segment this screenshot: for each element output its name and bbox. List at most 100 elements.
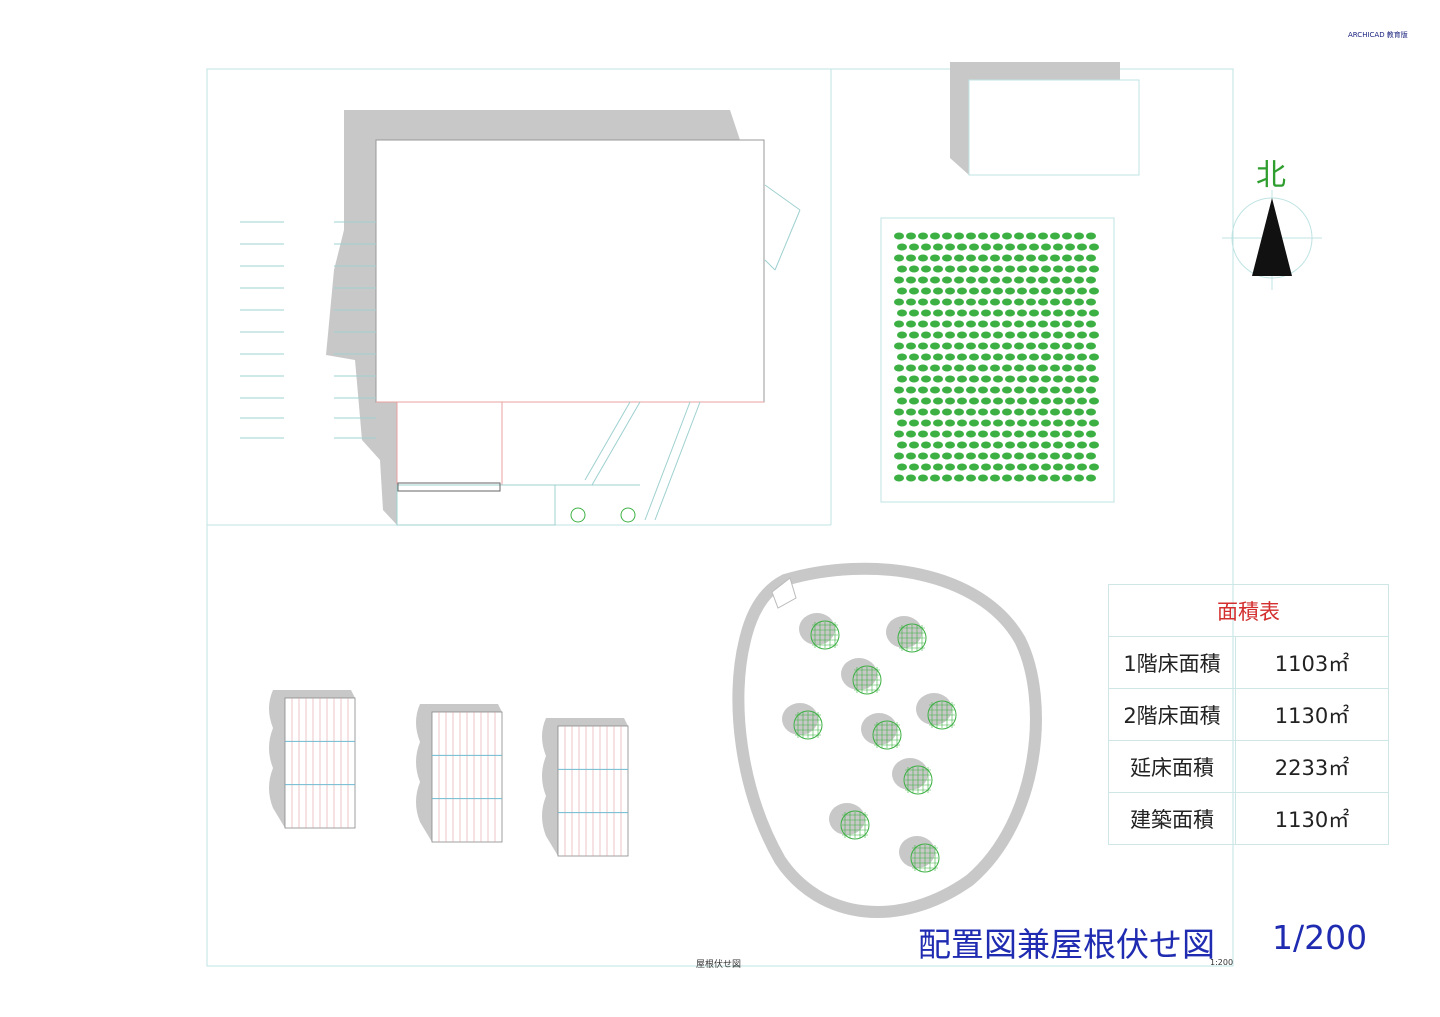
shrub-icon <box>957 375 967 383</box>
shrub-icon <box>1086 254 1096 262</box>
shrub-icon <box>1029 243 1039 251</box>
shrub-icon <box>918 342 928 350</box>
shrub-icon <box>921 331 931 339</box>
shrub-icon <box>969 441 979 449</box>
shrub-icon <box>1005 331 1015 339</box>
shrub-icon <box>1077 353 1087 361</box>
shrub-icon <box>954 276 964 284</box>
shrub-icon <box>894 474 904 482</box>
shrub-icon <box>993 375 1003 383</box>
shrub-icon <box>954 430 964 438</box>
shrub-icon <box>909 397 919 405</box>
shrub-icon <box>1050 408 1060 416</box>
shrub-icon <box>1053 353 1063 361</box>
shrub-icon <box>969 419 979 427</box>
shrub-icon <box>954 474 964 482</box>
shrub-icon <box>1089 419 1099 427</box>
shrub-icon <box>966 342 976 350</box>
shrub-icon <box>1089 331 1099 339</box>
shrub-icon <box>918 298 928 306</box>
shrub-icon <box>1002 232 1012 240</box>
shrub-icon <box>1053 375 1063 383</box>
shrub-icon <box>1029 397 1039 405</box>
shrub-icon <box>1086 232 1096 240</box>
shrub-icon <box>933 265 943 273</box>
shrub-icon <box>921 243 931 251</box>
shrub-icon <box>981 353 991 361</box>
shrub-icon <box>1074 452 1084 460</box>
view-scale: 1:200 <box>1210 958 1234 967</box>
shrub-icon <box>957 287 967 295</box>
shrub-icon <box>957 243 967 251</box>
shrub-icon <box>954 452 964 460</box>
shrub-icon <box>894 276 904 284</box>
area-row-value: 1130㎡ <box>1235 688 1389 741</box>
shrub-icon <box>981 287 991 295</box>
shrub-icon <box>930 276 940 284</box>
shrub-icon <box>1050 320 1060 328</box>
shrub-icon <box>921 441 931 449</box>
shrub-icon <box>1029 375 1039 383</box>
shrub-icon <box>906 474 916 482</box>
shrub-icon <box>894 232 904 240</box>
shrub-icon <box>1050 430 1060 438</box>
shrub-icon <box>981 243 991 251</box>
shrub-icon <box>930 232 940 240</box>
shrub-icon <box>957 397 967 405</box>
shrub-icon <box>909 331 919 339</box>
shrub-icon <box>954 232 964 240</box>
shrub-icon <box>1002 386 1012 394</box>
shrub-icon <box>1089 243 1099 251</box>
shrub-icon <box>1053 265 1063 273</box>
shrub-icon <box>1053 419 1063 427</box>
shrub-icon <box>942 276 952 284</box>
shrub-icon <box>942 430 952 438</box>
shrub-icon <box>945 309 955 317</box>
shrub-icon <box>945 375 955 383</box>
shrub-icon <box>1086 452 1096 460</box>
shrub-icon <box>1026 342 1036 350</box>
shrub-icon <box>1074 232 1084 240</box>
shrub-icon <box>978 232 988 240</box>
shrub-icon <box>918 430 928 438</box>
shrub-icon <box>930 386 940 394</box>
shrub-icon <box>1029 419 1039 427</box>
shrub-icon <box>906 408 916 416</box>
shrub-icon <box>1062 430 1072 438</box>
shrub-icon <box>1074 430 1084 438</box>
shrub-icon <box>1002 364 1012 372</box>
area-table: 面積表 1階床面積 1103㎡ 2階床面積 1130㎡ 延床面積 2233㎡ 建… <box>1108 584 1389 845</box>
planting-field <box>880 217 1115 503</box>
shrub-icon <box>1089 441 1099 449</box>
shrub-icon <box>930 298 940 306</box>
shrub-icon <box>909 243 919 251</box>
shrub-icon <box>930 254 940 262</box>
shrub-icon <box>909 287 919 295</box>
shrub-icon <box>966 364 976 372</box>
shrub-icon <box>978 342 988 350</box>
shrub-icon <box>1062 452 1072 460</box>
shrub-icon <box>1062 276 1072 284</box>
shrub-icon <box>1050 474 1060 482</box>
shrub-icon <box>1017 265 1027 273</box>
shrub-icon <box>921 309 931 317</box>
shrub-icon <box>1065 265 1075 273</box>
shrub-icon <box>957 463 967 471</box>
shrub-icon <box>978 254 988 262</box>
shrub-icon <box>993 419 1003 427</box>
shrub-icon <box>933 243 943 251</box>
shrub-icon <box>1014 430 1024 438</box>
shrub-icon <box>1014 232 1024 240</box>
area-row-label: 1階床面積 <box>1108 636 1236 689</box>
north-arrow-icon <box>1222 190 1322 290</box>
archicad-watermark: ARCHICAD 教育版 <box>1348 31 1408 39</box>
shrub-icon <box>1041 375 1051 383</box>
area-row-label: 延床面積 <box>1108 740 1236 793</box>
tree-icon <box>903 765 933 795</box>
shrub-icon <box>921 375 931 383</box>
shrub-icon <box>897 463 907 471</box>
shrub-icon <box>1065 243 1075 251</box>
shrub-icon <box>954 342 964 350</box>
shrub-icon <box>957 265 967 273</box>
shrub-icon <box>954 386 964 394</box>
